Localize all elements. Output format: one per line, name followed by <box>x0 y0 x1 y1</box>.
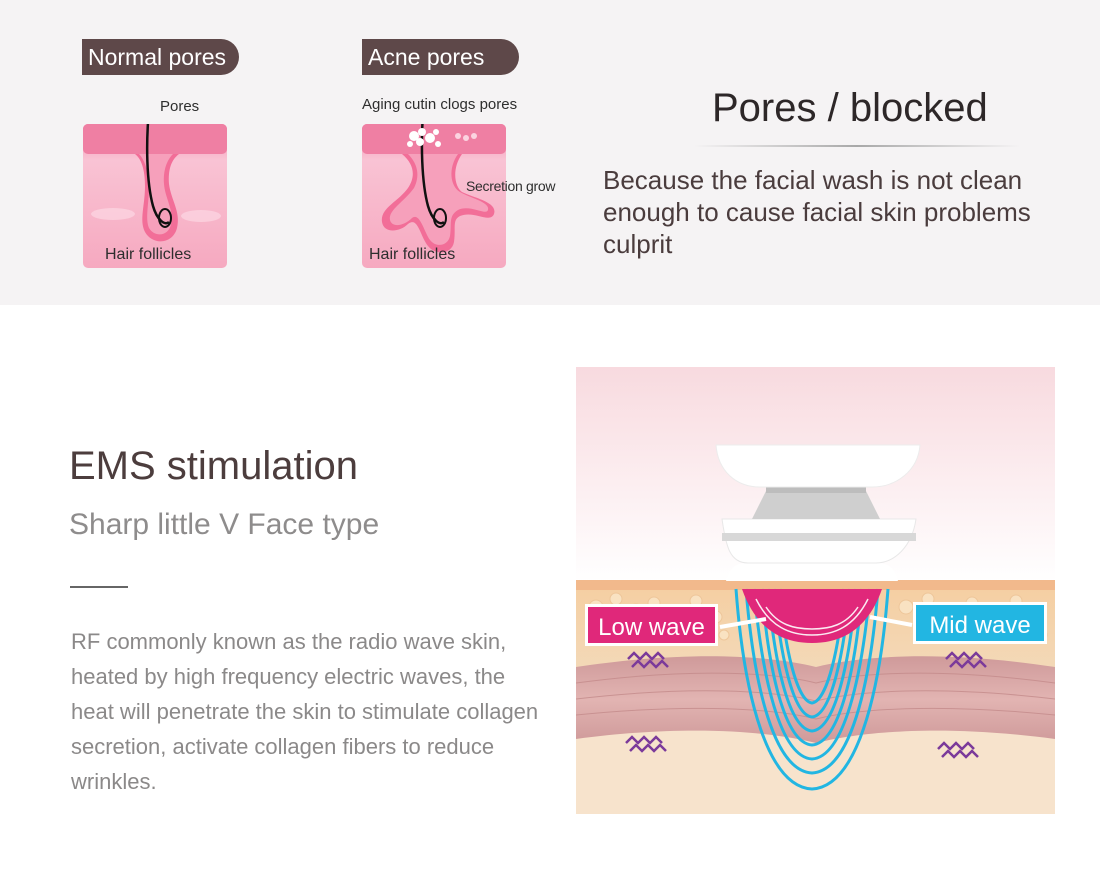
ems-divider <box>70 586 128 588</box>
ems-description: RF commonly known as the radio wave skin… <box>71 629 539 794</box>
acne-pores-tag: Acne pores <box>362 39 519 75</box>
normal-pores-tag: Normal pores <box>82 39 239 75</box>
mid-wave-badge: Mid wave <box>913 602 1047 644</box>
hair-follicles-label-normal: Hair follicles <box>105 246 192 263</box>
pores-blocked-title: Pores / blocked <box>712 86 988 130</box>
acne-pore-diagram <box>362 124 506 268</box>
pores-label: Pores <box>160 98 200 115</box>
low-wave-badge: Low wave <box>585 604 718 646</box>
aging-cutin-label: Aging cutin clogs pores <box>362 96 518 113</box>
pores-description: Because the facial wash is not clean eno… <box>603 165 1031 259</box>
ems-wave-illustration <box>576 367 1055 814</box>
pores-section: Normal pores Acne pores Pores Hair folli… <box>0 0 1100 305</box>
ems-subtitle: Sharp little V Face type <box>69 508 380 541</box>
normal-pore-diagram <box>83 124 227 268</box>
hair-follicles-label-acne: Hair follicles <box>369 246 456 263</box>
ems-title: EMS stimulation <box>69 444 358 488</box>
secretion-grow-label: Secretion grow <box>466 178 556 194</box>
title-divider <box>694 145 1020 147</box>
